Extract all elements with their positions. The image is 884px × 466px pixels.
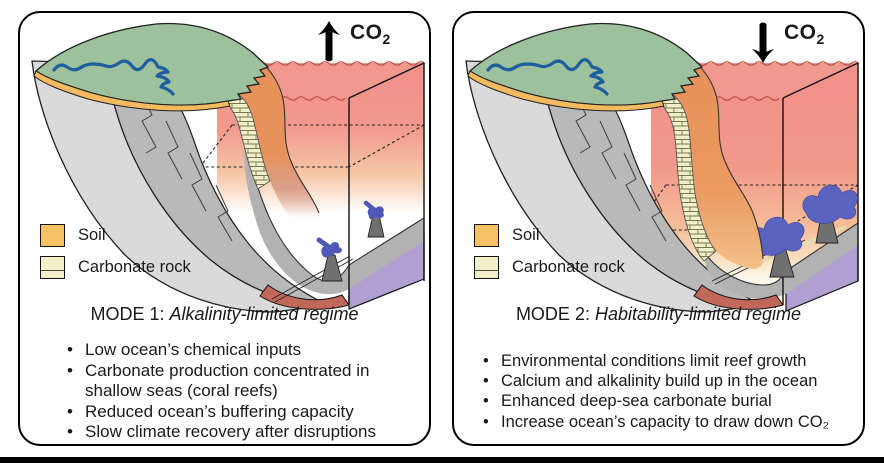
carbonate-rock-band	[208, 89, 271, 190]
bullet-item: Calcium and alkalinity build up in the o…	[482, 371, 863, 391]
mode1-title-prefix: MODE 1:	[90, 304, 165, 324]
legend-item-carbonate-rock: Carbonate rock	[40, 256, 191, 279]
mode2-title: MODE 2: Habitability-limited regime	[454, 304, 863, 325]
bullet-item: Low ocean’s chemical inputs	[66, 340, 416, 361]
bottom-border-bar	[0, 457, 884, 463]
mode2-bullet-list: Environmental conditions limit reef grow…	[482, 351, 863, 432]
legend-label: Carbonate rock	[512, 258, 625, 276]
co2-down-arrow-icon	[752, 22, 774, 63]
mode2-regime-name: Habitability-limited regime	[594, 304, 802, 324]
hydrothermal-vents	[749, 184, 858, 278]
ocean-box-edges	[348, 62, 425, 305]
legend: Soil Carbonate rock	[474, 224, 625, 288]
co2-flux-indicator: CO2	[317, 21, 391, 63]
legend-item-soil: Soil	[474, 224, 625, 247]
slope-ridge-lines	[139, 90, 233, 242]
continental-slope-sediment	[218, 58, 326, 247]
carbonate-rock-swatch	[474, 256, 499, 279]
panel-mode2-habitability-limited: CO2 Soil Carbonate rock MODE 2: Habitabi…	[452, 11, 865, 446]
bullet-item: Carbonate production concentrated in sha…	[66, 361, 416, 402]
vent-chimney	[321, 254, 343, 282]
soil-band	[467, 70, 665, 112]
mode1-block-diagram	[31, 22, 426, 313]
vent-plume-icon	[749, 216, 805, 256]
land-surface	[33, 22, 270, 112]
co2-up-arrow-icon	[318, 21, 340, 62]
mode2-block-diagram	[465, 22, 860, 313]
bullet-item: Slow climate recovery after disruptions	[66, 422, 416, 443]
hydrothermal-vents	[316, 200, 385, 282]
co2-label: CO2	[784, 21, 825, 48]
carbonate-rock-band	[642, 89, 717, 262]
bullet-item: Environmental conditions limit reef grow…	[482, 351, 863, 371]
soil-band	[33, 70, 231, 112]
mode1-regime-name: Alkalinity-limited regime	[169, 304, 359, 324]
legend: Soil Carbonate rock	[40, 224, 191, 288]
legend-item-carbonate-rock: Carbonate rock	[474, 256, 625, 279]
river	[486, 58, 609, 96]
legend-label: Soil	[78, 226, 106, 244]
vent-plume-icon	[802, 184, 858, 224]
mode1-title: MODE 1: Alkalinity-limited regime	[20, 304, 429, 325]
bullet-item: Reduced ocean’s buffering capacity	[66, 402, 416, 423]
mode2-title-prefix: MODE 2:	[515, 304, 590, 324]
bullet-item: Enhanced deep-sea carbonate burial	[482, 391, 863, 411]
bullet-item: Increase ocean’s capacity to draw down C…	[482, 412, 863, 432]
soil-swatch	[474, 224, 499, 247]
soil-swatch	[40, 224, 65, 247]
co2-label: CO2	[350, 21, 391, 48]
sea-surface-wave-back	[256, 61, 426, 66]
river	[52, 58, 175, 96]
deep-sediment-wedge	[259, 284, 350, 310]
legend-label: Carbonate rock	[78, 258, 191, 276]
mode1-bullet-list: Low ocean’s chemical inputs Carbonate pr…	[66, 340, 416, 443]
legend-item-soil: Soil	[40, 224, 191, 247]
panel-mode1-alkalinity-limited: CO2 Soil Carbonate rock MODE 1: Alkalini…	[18, 11, 431, 446]
co2-flux-indicator: CO2	[751, 21, 825, 63]
slope-ridge-lines	[573, 90, 667, 242]
legend-label: Soil	[512, 226, 540, 244]
carbonate-rock-swatch	[40, 256, 65, 279]
deep-sediment-wedge	[693, 284, 784, 310]
sea-surface-wave-back	[690, 61, 860, 66]
continental-landmass	[31, 59, 328, 313]
land-surface	[467, 22, 704, 112]
